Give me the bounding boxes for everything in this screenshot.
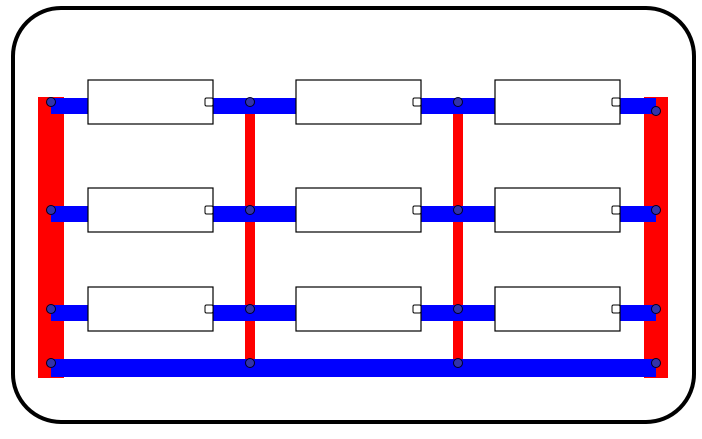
junction-node-r3-c3 bbox=[453, 304, 463, 314]
junction-node-r1-c1 bbox=[46, 97, 56, 107]
module-port-r1-c1 bbox=[204, 97, 214, 107]
module-box-r3-c2 bbox=[295, 286, 422, 332]
module-port-r2-c1 bbox=[204, 205, 214, 215]
red-bus-layer bbox=[38, 97, 668, 378]
right-red-bus bbox=[644, 97, 668, 378]
junction-node-r3-c2 bbox=[245, 304, 255, 314]
module-box-r1-c3 bbox=[494, 79, 621, 125]
module-box-r2-c2 bbox=[295, 187, 422, 233]
junction-node-layer bbox=[46, 97, 661, 368]
module-port-r2-c2 bbox=[412, 205, 422, 215]
module-port-r2-c3 bbox=[611, 205, 621, 215]
module-port-r1-c3 bbox=[611, 97, 621, 107]
junction-node-r1-c4 bbox=[651, 106, 661, 116]
junction-node-r3-c4 bbox=[651, 304, 661, 314]
junction-node-r2-c2 bbox=[245, 205, 255, 215]
junction-node-r2-c3 bbox=[453, 205, 463, 215]
junction-node-r1-c3 bbox=[453, 97, 463, 107]
junction-node-r2-c1 bbox=[46, 205, 56, 215]
bottom-blue-bus bbox=[51, 359, 656, 377]
module-box-r1-c1 bbox=[87, 79, 214, 125]
junction-node-r4-c1 bbox=[46, 358, 56, 368]
module-box-r1-c2 bbox=[295, 79, 422, 125]
module-port-r3-c2 bbox=[412, 304, 422, 314]
junction-node-r1-c2 bbox=[245, 97, 255, 107]
left-red-bus bbox=[38, 97, 64, 378]
module-box-r3-c3 bbox=[494, 286, 621, 332]
inner-red-bus-2 bbox=[453, 98, 463, 370]
module-box-r3-c1 bbox=[87, 286, 214, 332]
module-box-r2-c3 bbox=[494, 187, 621, 233]
module-port-r3-c3 bbox=[611, 304, 621, 314]
junction-node-r3-c1 bbox=[46, 304, 56, 314]
junction-node-r2-c4 bbox=[651, 205, 661, 215]
module-box-r2-c1 bbox=[87, 187, 214, 233]
junction-node-r4-c4 bbox=[651, 358, 661, 368]
module-port-r3-c1 bbox=[204, 304, 214, 314]
module-port-r1-c2 bbox=[412, 97, 422, 107]
inner-red-bus-1 bbox=[245, 98, 255, 370]
junction-node-r4-c2 bbox=[245, 358, 255, 368]
junction-node-r4-c3 bbox=[453, 358, 463, 368]
module-box-layer bbox=[87, 79, 621, 332]
